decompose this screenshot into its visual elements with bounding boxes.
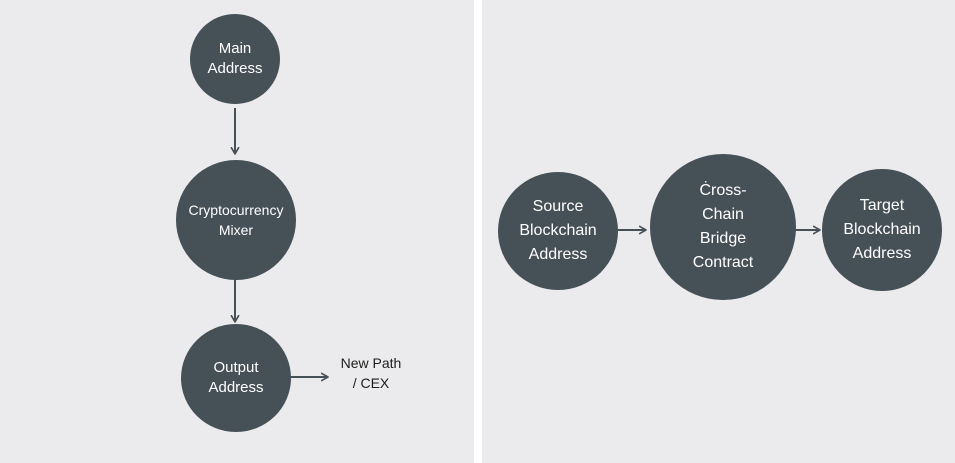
source-blockchain-address-node: Source Blockchain Address [498,172,618,290]
output-address-node: Output Address [181,324,291,432]
new-path-cex-label: New Path / CEX [340,355,402,391]
main-address-node: Main Address [190,14,280,104]
target-blockchain-address-node: Target Blockchain Address [822,169,942,291]
cross-chain-bridge-contract-node: Ċross- Chain Bridge Contract [650,154,796,300]
cryptocurrency-mixer-node: Cryptocurrency Mixer [176,160,296,280]
